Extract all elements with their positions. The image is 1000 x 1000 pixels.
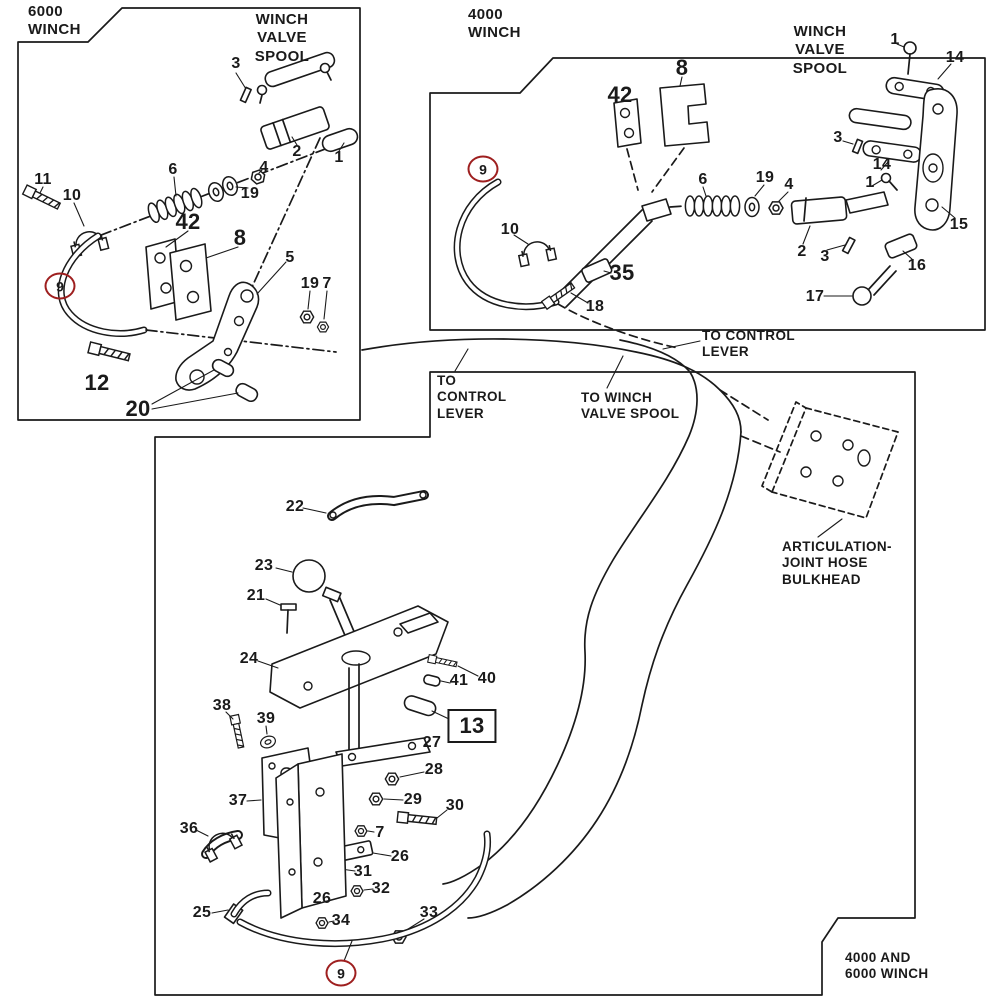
part-number-26: 26 xyxy=(390,848,410,865)
part-number-3: 3 xyxy=(833,129,843,146)
label-line: 6000 WINCH xyxy=(845,966,929,982)
label-line: VALVE SPOOL xyxy=(581,406,680,422)
part-number-4: 4 xyxy=(259,159,269,176)
part-number-19: 19 xyxy=(240,185,260,202)
part-number-6: 6 xyxy=(168,161,178,178)
label-line: ARTICULATION- xyxy=(782,539,892,554)
part-number-3: 3 xyxy=(231,55,241,72)
part-number-3: 3 xyxy=(820,248,830,265)
winch-6000-art xyxy=(21,51,359,410)
section-title-4000-winch: 4000 WINCH xyxy=(468,6,521,43)
label-line: WINCH xyxy=(255,11,309,28)
to-control-lever-label-4000: TO CONTROL LEVER xyxy=(702,328,795,361)
footer-label-4000-6000-winch: 4000 AND 6000 WINCH xyxy=(845,950,929,983)
part-number-11: 11 xyxy=(34,171,52,188)
label-line: CONTROL xyxy=(437,389,507,405)
part-number-8: 8 xyxy=(233,225,247,250)
part-number-7: 7 xyxy=(375,824,385,841)
part-number-20: 20 xyxy=(125,396,151,421)
hose-circled-marker-9: 9 xyxy=(325,959,357,987)
part-number-4: 4 xyxy=(784,176,794,193)
part-number-21: 21 xyxy=(246,587,266,604)
label-line: TO WINCH xyxy=(581,390,653,405)
part-number-34: 34 xyxy=(331,912,351,929)
part-number-2: 2 xyxy=(797,243,807,260)
part-number-35: 35 xyxy=(609,260,635,285)
part-number-8: 8 xyxy=(675,55,689,80)
title-line: 6000 xyxy=(28,3,63,20)
part-number-30: 30 xyxy=(445,797,465,814)
section-title-6000-winch: 6000 WINCH xyxy=(28,3,81,40)
part-number-1: 1 xyxy=(865,174,875,191)
label-line: SPOOL xyxy=(792,59,848,77)
part-number-15: 15 xyxy=(949,216,969,233)
label-line: LEVER xyxy=(702,344,750,360)
label-line: 4000 AND xyxy=(845,950,911,965)
part-number-31: 31 xyxy=(353,863,373,880)
part-number-25: 25 xyxy=(192,904,212,921)
part-number-42: 42 xyxy=(175,209,201,234)
articulation-joint-hose-bulkhead-label: ARTICULATION- JOINT HOSE BULKHEAD xyxy=(782,539,892,588)
title-line: 4000 xyxy=(468,6,503,23)
part-number-16: 16 xyxy=(907,257,927,274)
label-line: JOINT HOSE xyxy=(782,555,868,571)
part-number-10: 10 xyxy=(62,187,82,204)
part-number-38: 38 xyxy=(212,697,232,714)
part-number-37: 37 xyxy=(228,792,248,809)
part-number-23: 23 xyxy=(254,557,274,574)
section-borders xyxy=(17,7,986,996)
part-number-5: 5 xyxy=(285,249,295,266)
part-number-39: 39 xyxy=(256,710,276,727)
to-control-lever-label-bottom: TO CONTROL LEVER xyxy=(437,373,507,422)
label-line: LEVER xyxy=(437,405,485,421)
part-number-14: 14 xyxy=(872,156,892,173)
part-number-19: 19 xyxy=(755,169,775,186)
part-number-10: 10 xyxy=(500,221,520,238)
label-line: VALVE xyxy=(257,29,307,47)
hose-circled-marker-9: 9 xyxy=(44,272,76,300)
label-line: BULKHEAD xyxy=(782,571,861,587)
part-number-29: 29 xyxy=(403,791,423,808)
part-number-17: 17 xyxy=(805,288,825,305)
part-number-18: 18 xyxy=(585,298,605,315)
part-number-1: 1 xyxy=(334,149,344,166)
part-number-7: 7 xyxy=(322,275,332,292)
part-number-1: 1 xyxy=(890,31,900,48)
control-lever-art xyxy=(195,338,899,962)
part-number-14: 14 xyxy=(945,49,965,66)
part-number-19: 19 xyxy=(300,275,320,292)
part-number-41: 41 xyxy=(449,672,469,689)
label-line: WINCH xyxy=(793,23,847,40)
part-number-2: 2 xyxy=(292,143,302,160)
part-number-33: 33 xyxy=(419,904,439,921)
part-number-32: 32 xyxy=(371,880,391,897)
label-line: VALVE xyxy=(795,41,845,59)
label-line: TO CONTROL xyxy=(702,328,795,343)
valve-spool-label-4000: WINCH VALVE SPOOL xyxy=(786,23,854,78)
part-number-24: 24 xyxy=(239,650,259,667)
part-number-22: 22 xyxy=(285,498,305,515)
part-number-27: 27 xyxy=(422,734,442,751)
part-number-13: 13 xyxy=(447,709,497,743)
winch-4000-art xyxy=(453,41,958,350)
to-winch-valve-spool-label: TO WINCH VALVE SPOOL xyxy=(581,390,679,423)
part-number-26: 26 xyxy=(312,890,332,907)
part-number-40: 40 xyxy=(477,670,497,687)
part-number-6: 6 xyxy=(698,171,708,188)
part-number-28: 28 xyxy=(424,761,444,778)
title-line: WINCH xyxy=(468,24,521,42)
label-line: TO xyxy=(437,373,457,388)
title-line: WINCH xyxy=(28,21,81,39)
part-number-42: 42 xyxy=(607,82,633,107)
label-line: SPOOL xyxy=(254,47,310,65)
valve-spool-label-6000: WINCH VALVE SPOOL xyxy=(248,11,316,66)
hose-circled-marker-9: 9 xyxy=(467,155,499,183)
part-number-12: 12 xyxy=(84,370,110,395)
part-number-36: 36 xyxy=(179,820,199,837)
